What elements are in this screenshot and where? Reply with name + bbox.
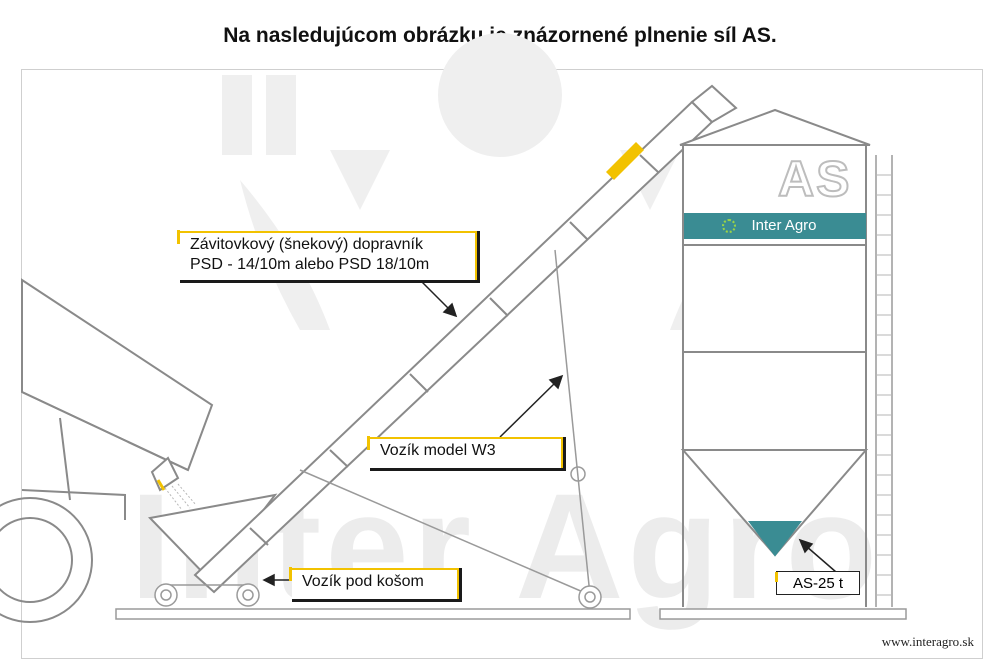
screw-conveyor [147, 84, 738, 594]
cart-under-hopper [154, 583, 260, 607]
callout-arrows [262, 279, 837, 587]
callout-cart-hopper-text: Vozík pod košom [302, 573, 424, 590]
silo-model-text: AS-25 t [792, 575, 844, 592]
silo-brand-text: Inter Agro [751, 217, 817, 234]
callout-cart-hopper: Vozík pod košom [289, 567, 462, 602]
ground-platform-right [659, 608, 907, 620]
conveyor-sticker [606, 142, 644, 180]
callout-conveyor-line2: PSD - 14/10m alebo PSD 18/10m [190, 256, 430, 273]
callout-cart-w3-text: Vozík model W3 [380, 442, 496, 459]
website-link[interactable]: www.interagro.sk [881, 634, 974, 649]
silo-model-label: AS-25 t [775, 571, 860, 595]
cart-w3 [299, 249, 602, 609]
callout-accent [177, 230, 180, 244]
ground-platform-left [115, 608, 631, 620]
callout-accent [289, 567, 292, 581]
grain-stream [164, 483, 197, 511]
silo-brand-band: Inter Agro [684, 213, 866, 239]
callout-accent [367, 436, 370, 450]
silo-as [679, 108, 871, 607]
callout-cart-w3: Vozík model W3 [367, 436, 566, 471]
watermark-logo [222, 33, 760, 330]
silo-as-letters: AS [777, 150, 852, 208]
truck [0, 278, 214, 623]
silo-ladder [875, 155, 893, 607]
callout-conveyor-line1: Závitovkový (šnekový) dopravník [190, 236, 423, 253]
label-accent [775, 572, 778, 582]
silo-ladder-rungs [876, 174, 892, 596]
callout-conveyor: Závitovkový (šnekový) dopravník PSD - 14… [177, 230, 480, 283]
inter-agro-logo-icon [722, 219, 736, 233]
